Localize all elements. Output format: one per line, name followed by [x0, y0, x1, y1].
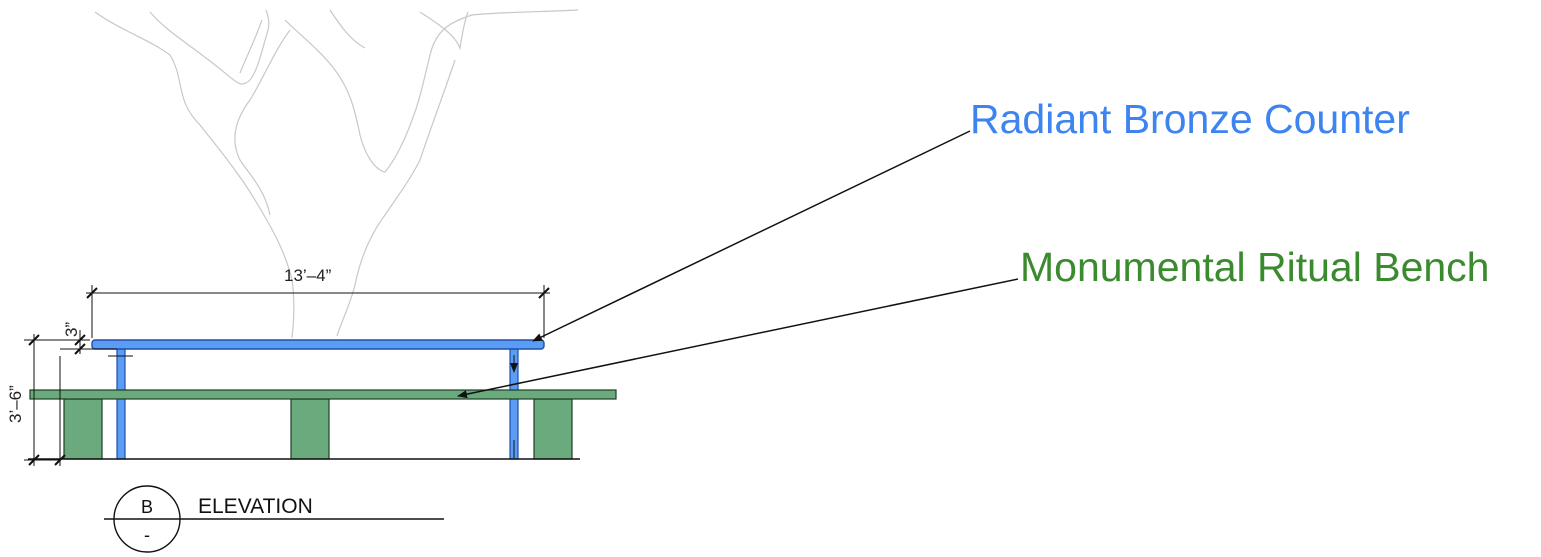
dimension-height-label: 3’–6” — [6, 385, 25, 423]
view-title: ELEVATION — [198, 495, 313, 518]
bench-leg-middle — [290, 398, 330, 460]
bench-leg-right — [533, 398, 573, 460]
view-tag-sheet: - — [144, 525, 150, 545]
bench-leg-left — [63, 398, 103, 460]
dimension-length-label: 13’–4” — [284, 266, 332, 285]
bench-callout-label: Monumental Ritual Bench — [1020, 244, 1489, 290]
bench-legs — [63, 398, 573, 460]
bench-leader-line — [457, 278, 1019, 399]
view-tag-letter: B — [141, 497, 153, 517]
counter-callout-label: Radiant Bronze Counter — [970, 96, 1410, 142]
view-tag: B - ELEVATION — [104, 485, 444, 553]
counter-post-left — [116, 348, 126, 460]
counter-top — [91, 339, 545, 350]
bench-slab — [29, 389, 617, 400]
tree-outline — [94, 9, 579, 339]
counter-leader-line — [532, 130, 971, 342]
dimension-length — [86, 285, 550, 338]
dimension-thickness-label: 3” — [62, 322, 81, 337]
dimension-thickness — [54, 330, 117, 466]
